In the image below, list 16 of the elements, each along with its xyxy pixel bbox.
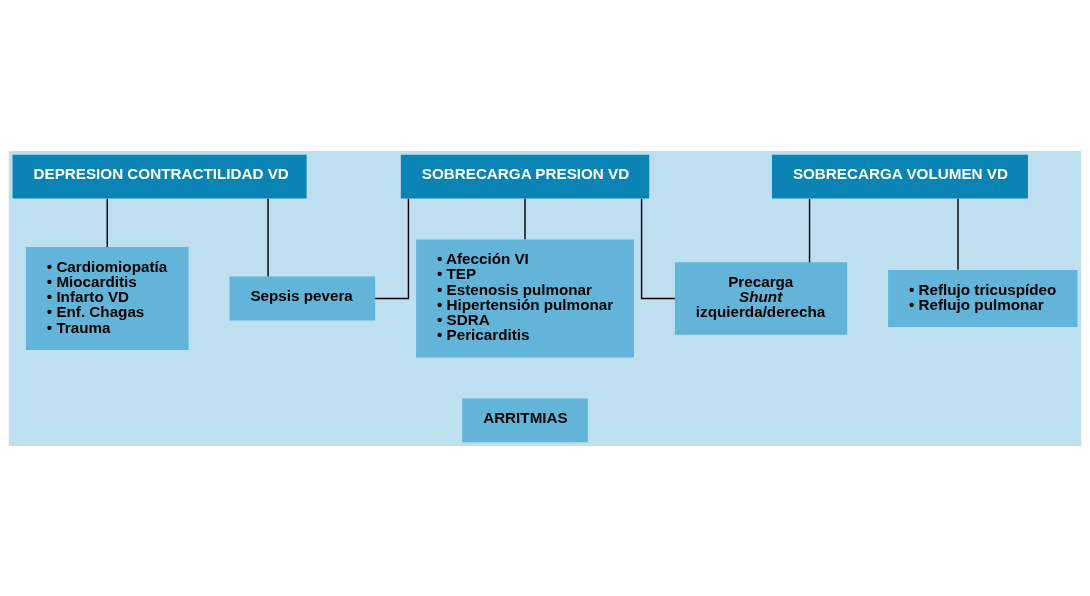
node-box: • Reflujo tricuspídeo • Reflujo pulmonar (888, 269, 1078, 327)
node-box: Precarga Shunt izquierda/derecha (674, 261, 848, 335)
node-box: • Cardiomiopatía • Miocarditis • Infarto VD • Enf. Chagas • Trauma (25, 246, 189, 350)
node-box: SOBRECARGA PRESION VD (400, 154, 650, 199)
connector (524, 197, 526, 240)
node-box: SOBRECARGA VOLUMEN VD (771, 154, 1028, 199)
node-box: ARRITMIAS (462, 397, 588, 442)
connector (808, 197, 811, 263)
connector (374, 197, 410, 299)
connector (106, 197, 108, 248)
connector (957, 197, 959, 270)
node-box: Sepsis pevera (229, 276, 376, 320)
connector (640, 197, 676, 299)
connector (267, 197, 269, 277)
node-box: DEPRESION CONTRACTILIDAD VD (12, 154, 307, 199)
node-box: • Afección VI • TEP • Estenosis pulmonar • Hipertensión pulmonar • SDRA • Pericarditis (416, 239, 634, 357)
